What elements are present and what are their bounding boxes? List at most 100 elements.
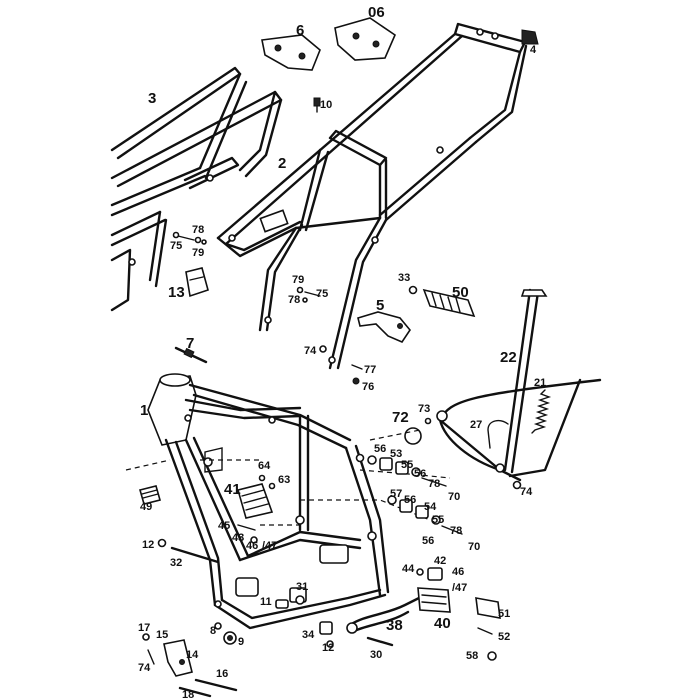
bracket-06	[334, 17, 396, 61]
subframe-left	[110, 66, 283, 312]
screw-10	[313, 97, 321, 113]
label-2: 2	[278, 155, 286, 172]
label-1: 1	[140, 402, 148, 419]
rubber-block-13	[185, 267, 209, 298]
rubber-49	[139, 485, 161, 505]
label-49: 49	[140, 501, 152, 513]
label-78-upper-right: 78	[428, 478, 440, 490]
label-51: 51	[498, 608, 510, 620]
label-78-left: 78	[192, 224, 204, 236]
nut-58	[487, 651, 497, 661]
sidestand-22	[436, 288, 602, 482]
label-7: 7	[186, 335, 194, 352]
bolt-32	[170, 546, 220, 564]
label-12-left: 12	[142, 539, 154, 551]
label-79-left: 79	[192, 247, 204, 259]
part-labels: 1 2 3 4 5 6 06 7 8 9 10 11 12 12 13 14 1…	[138, 4, 546, 700]
bolt-77	[351, 364, 363, 370]
rear-frame	[216, 22, 528, 370]
label-32: 32	[170, 557, 182, 569]
label-47-left: /47	[262, 540, 277, 552]
label-06: 06	[368, 4, 385, 21]
label-56-d: 56	[422, 535, 434, 547]
bushing-34	[319, 621, 333, 635]
spring-43	[250, 536, 258, 544]
label-54: 54	[424, 501, 437, 513]
label-18: 18	[182, 689, 194, 700]
washer-73	[424, 417, 432, 425]
label-46-right: 46	[452, 566, 464, 578]
bolt-7	[174, 346, 208, 364]
washer-64	[258, 474, 266, 482]
cap-4	[521, 29, 539, 45]
label-21: 21	[534, 377, 546, 389]
footpeg-50	[422, 288, 476, 318]
bushing-stack-lower	[387, 495, 463, 535]
label-31: 31	[296, 581, 308, 593]
bolt-45	[237, 524, 256, 531]
bolt-set-left	[172, 231, 207, 245]
label-75-left: 75	[170, 240, 182, 252]
label-56-c: 56	[404, 494, 416, 506]
footpeg-41	[237, 483, 274, 519]
bolt-30	[366, 636, 394, 647]
assembly-lines	[125, 429, 451, 526]
label-44: 44	[402, 563, 415, 575]
washer-33	[408, 285, 418, 295]
nut-17	[142, 633, 150, 641]
label-79-middle: 79	[292, 274, 304, 286]
label-9: 9	[238, 636, 244, 648]
label-57: 57	[390, 488, 402, 500]
washer-8	[214, 622, 222, 630]
nut-31	[295, 595, 305, 605]
label-74-right: 74	[520, 486, 533, 498]
label-38: 38	[386, 617, 403, 634]
label-10: 10	[320, 99, 332, 111]
label-76: 76	[362, 381, 374, 393]
label-74-upper: 74	[304, 345, 317, 357]
label-70-upper: 70	[448, 491, 460, 503]
label-13: 13	[168, 284, 185, 301]
label-45: 45	[218, 520, 230, 532]
bolt-18	[178, 686, 212, 698]
nut-74-right	[512, 480, 522, 490]
label-77: 77	[364, 364, 376, 376]
bracket-14	[163, 639, 193, 677]
label-5: 5	[376, 297, 384, 314]
bushing-stack-upper	[367, 455, 447, 487]
bushing-42	[416, 567, 443, 581]
label-55-lower: 55	[432, 514, 444, 526]
brake-pedal-38	[346, 593, 427, 634]
hook-27	[487, 419, 509, 449]
label-47-right: /47	[452, 582, 467, 594]
label-8: 8	[210, 625, 216, 637]
label-63: 63	[278, 474, 290, 486]
bolt-set-middle	[296, 286, 321, 303]
label-34: 34	[302, 629, 315, 641]
label-12-bottom: 12	[322, 642, 334, 654]
label-40: 40	[434, 615, 451, 632]
label-55-upper: 55	[401, 459, 413, 471]
pedal-tip-40	[417, 587, 451, 613]
label-78-middle: 78	[288, 294, 300, 306]
label-22: 22	[500, 349, 517, 366]
label-70-lower: 70	[468, 541, 480, 553]
label-15: 15	[156, 629, 168, 641]
bolt-9	[223, 631, 237, 645]
label-73: 73	[418, 403, 430, 415]
label-43: 43	[232, 532, 244, 544]
label-58: 58	[466, 650, 478, 662]
label-30: 30	[370, 649, 382, 661]
nut-12-bottom	[326, 640, 334, 648]
label-11: 11	[260, 596, 272, 608]
label-27: 27	[470, 419, 482, 431]
label-3: 3	[148, 90, 156, 107]
spring-21	[531, 389, 552, 434]
label-50: 50	[452, 284, 469, 301]
bracket-5	[357, 311, 411, 343]
bracket-6	[261, 34, 321, 71]
label-52: 52	[498, 631, 510, 643]
label-42: 42	[434, 555, 446, 567]
label-46-left: 46	[246, 540, 258, 552]
